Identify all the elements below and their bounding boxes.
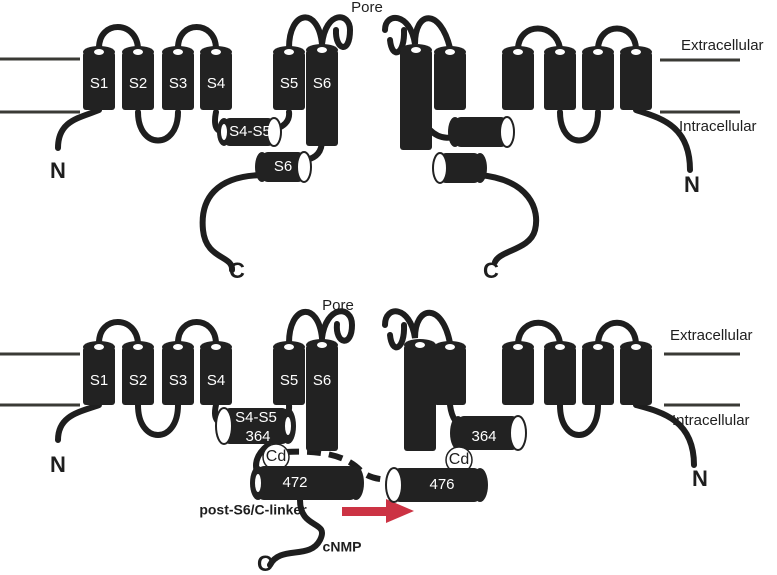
right-helix-b-top [434, 46, 466, 110]
right-helix-a-bottom [404, 339, 436, 451]
helix-label-s2-bottom: S2 [129, 372, 147, 389]
right-linker-bottom [450, 415, 527, 451]
helix-s6-top [306, 44, 338, 146]
post-s6-helix-top [255, 151, 312, 183]
residue-364-left: 364 [245, 428, 270, 445]
helix-label-s2-top: S2 [129, 75, 147, 92]
helix-label-s5-bottom: S5 [280, 372, 298, 389]
extracellular-label-top: Extracellular [681, 37, 764, 54]
extracellular-label-bottom: Extracellular [670, 327, 753, 344]
s4-s5-linker-top [217, 117, 282, 147]
helix-label-s1-top: S1 [90, 75, 108, 92]
s4-s5-label-bottom: S4-S5 [235, 409, 277, 426]
n-terminus-left-bottom: N [50, 452, 66, 477]
s4-s5-label-top: S4-S5 [229, 123, 271, 140]
cd-label-left: Cd [266, 448, 286, 465]
red-arrow [342, 499, 414, 523]
s4-s5-linker-bottom [215, 407, 296, 445]
pore-label-bottom: Pore [322, 297, 354, 314]
cd-label-right: Cd [449, 451, 469, 468]
n-terminus-right-bottom: N [692, 466, 708, 491]
n-terminus-right-top: N [684, 172, 700, 197]
top-panel: S1 S2 S3 S4 S5 S6 S4-S5 S6 [0, 0, 764, 283]
post-s6-c-linker-label: post-S6/C-linker [199, 502, 307, 518]
right-helix-c-bottom [502, 341, 534, 405]
bottom-panel: S1 S2 S3 S4 S5 S6 S4-S5 364 Cd 472 [0, 297, 753, 575]
intracellular-label-top: Intracellular [679, 118, 757, 135]
right-helix-c-top [502, 46, 534, 110]
helix-label-s6-bottom: S6 [313, 372, 331, 389]
residue-472: 472 [282, 474, 307, 491]
right-linker-top [448, 116, 515, 148]
c-linker-helix-472 [250, 466, 364, 500]
residue-364-right: 364 [471, 428, 496, 445]
c-terminus-left-bottom: C [257, 551, 273, 575]
left-subunit-backbone-top [55, 14, 354, 273]
right-helix-e-top [582, 46, 614, 110]
s6-horizontal-label-top: S6 [274, 158, 292, 175]
right-helix-a-top [400, 44, 432, 150]
helix-label-s1-bottom: S1 [90, 372, 108, 389]
right-helix-d-top [544, 46, 576, 110]
helix-s6-bottom [306, 339, 338, 451]
membrane-lines-bottom [0, 352, 740, 407]
helix-label-s3-bottom: S3 [169, 372, 187, 389]
c-terminus-left-top: C [229, 258, 245, 283]
right-helix-e-bottom [582, 341, 614, 405]
helix-label-s6-top: S6 [313, 75, 331, 92]
c-terminus-right-top: C [483, 258, 499, 283]
right-subunit-backbone-top [382, 14, 693, 265]
right-helix-f-top [620, 46, 652, 110]
right-helix-b-bottom [434, 341, 466, 405]
membrane-lines-top [0, 57, 740, 114]
intracellular-label-bottom: Intracellular [672, 412, 750, 429]
helix-label-s5-top: S5 [280, 75, 298, 92]
helix-label-s3-top: S3 [169, 75, 187, 92]
pore-label-top: Pore [351, 0, 383, 16]
right-helix-f-bottom [620, 341, 652, 405]
n-terminus-left-top: N [50, 158, 66, 183]
helix-label-s4-bottom: S4 [207, 372, 225, 389]
residue-476: 476 [429, 476, 454, 493]
c-linker-helix-476 [385, 467, 488, 503]
right-post-s6-top [432, 152, 487, 184]
cnmp-label: cNMP [323, 539, 362, 555]
right-helix-d-bottom [544, 341, 576, 405]
helix-label-s4-top: S4 [207, 75, 225, 92]
